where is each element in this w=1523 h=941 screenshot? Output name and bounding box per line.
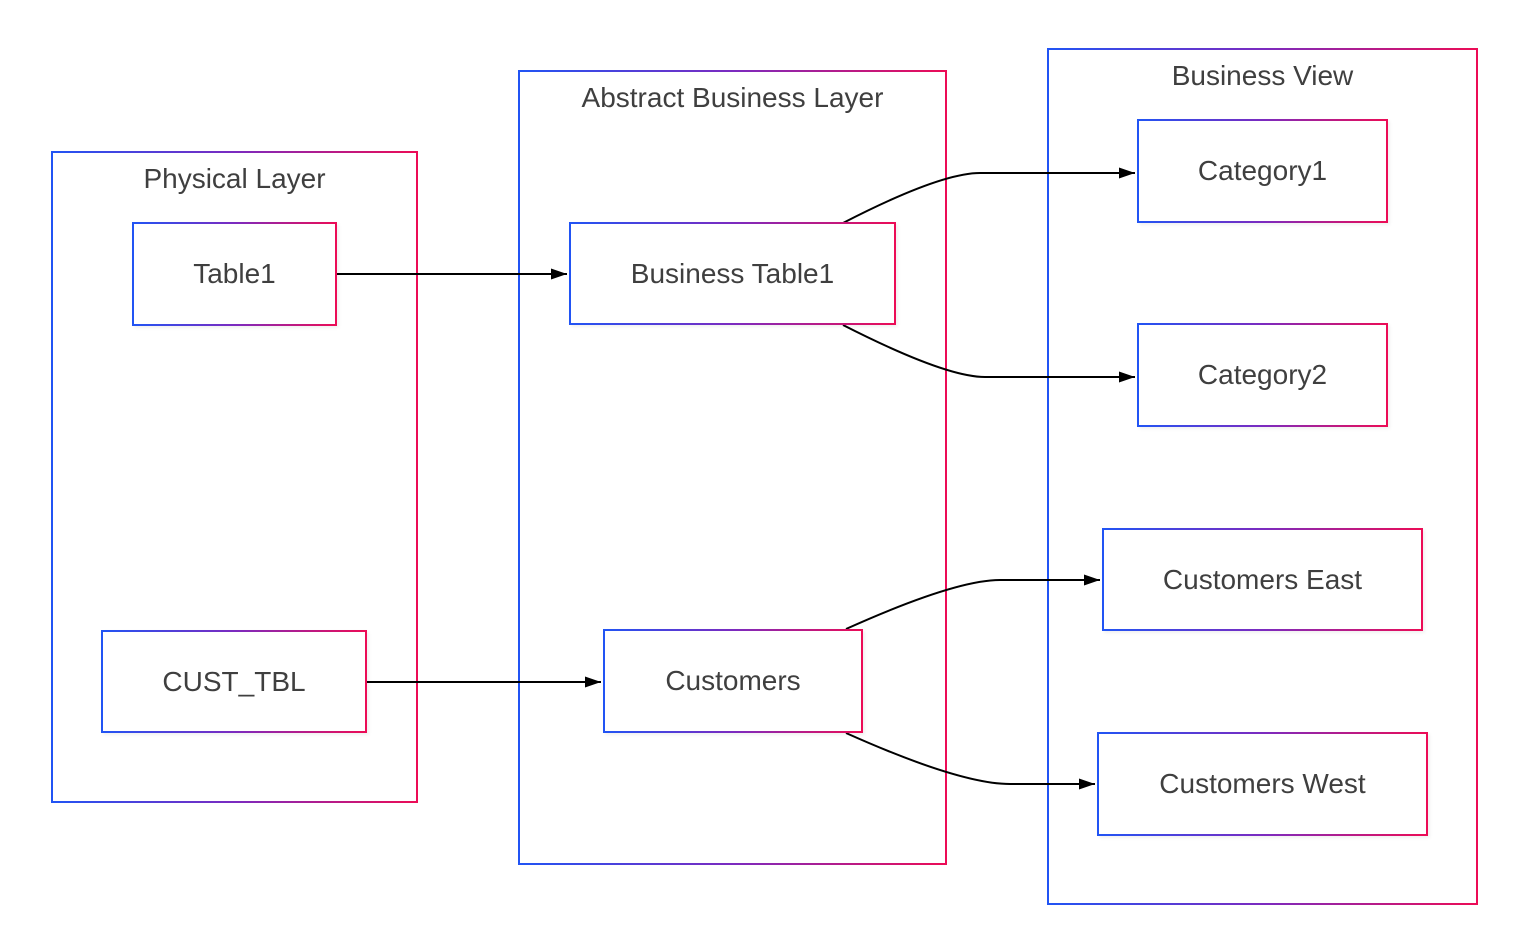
node-customers-east: Customers East bbox=[1102, 528, 1423, 631]
node-customers: Customers bbox=[603, 629, 863, 733]
node-label-customers-west: Customers West bbox=[1159, 768, 1366, 799]
node-customers-west: Customers West bbox=[1097, 732, 1428, 836]
node-table1: Table1 bbox=[132, 222, 337, 326]
node-label-customers-east: Customers East bbox=[1162, 563, 1363, 595]
container-title-physical-layer: Physical Layer bbox=[143, 163, 326, 194]
container-title-business-view: Business View bbox=[1171, 60, 1354, 91]
node-label-table1: Table1 bbox=[193, 258, 276, 289]
container-title-abstract-business-layer: Abstract Business Layer bbox=[581, 82, 884, 113]
node-business-table1: Business Table1 bbox=[569, 222, 896, 325]
container-abstract-business-layer: Abstract Business Layer bbox=[518, 70, 947, 865]
node-label-category1: Category1 bbox=[1197, 155, 1328, 186]
node-label-cust-tbl: CUST_TBL bbox=[162, 665, 306, 697]
node-category1: Category1 bbox=[1137, 119, 1388, 223]
node-label-category2: Category2 bbox=[1197, 359, 1328, 390]
node-label-customers: Customers bbox=[665, 665, 801, 696]
node-category2: Category2 bbox=[1137, 323, 1388, 427]
node-cust-tbl: CUST_TBL bbox=[101, 630, 367, 733]
node-label-business-table1: Business Table1 bbox=[630, 257, 835, 289]
